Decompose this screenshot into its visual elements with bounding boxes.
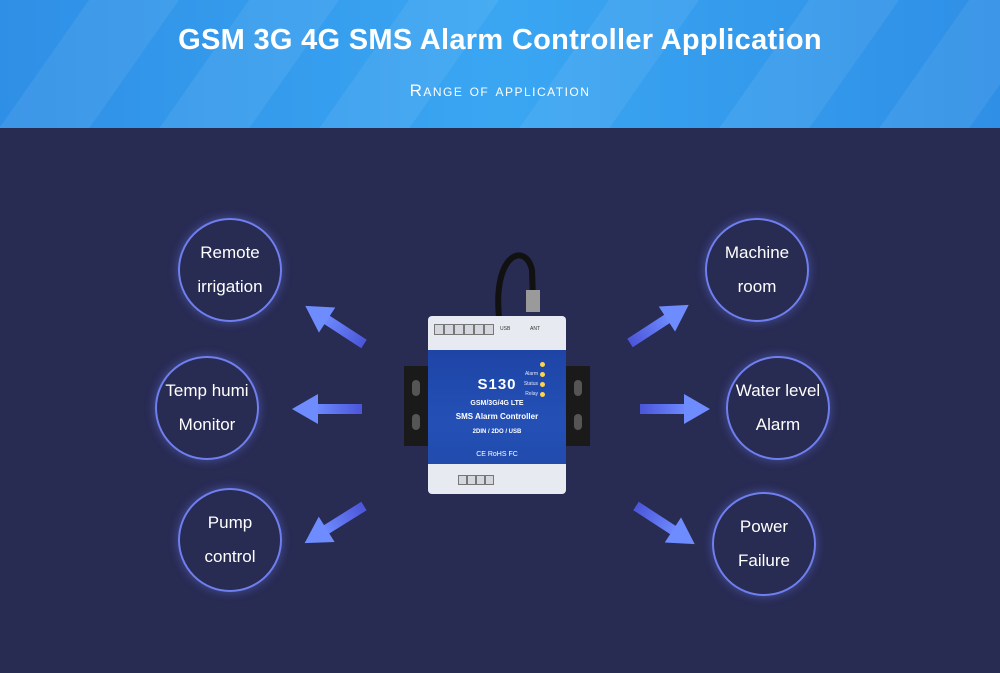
app-label-line2: irrigation — [197, 277, 263, 296]
app-label-line1: Temp humi — [165, 381, 249, 400]
app-label-line1: Machine — [724, 243, 790, 262]
app-label-line2: Failure — [738, 551, 790, 570]
led-indicator — [540, 382, 545, 387]
page-title: GSM 3G 4G SMS Alarm Controller Applicati… — [178, 24, 822, 56]
terminal — [444, 324, 454, 335]
terminal — [464, 324, 474, 335]
led-indicator — [540, 372, 545, 377]
led-label: Status — [523, 381, 538, 387]
mounting-hole — [412, 414, 420, 430]
terminal-strip-bottom — [428, 464, 566, 494]
led-label: Relay — [525, 391, 538, 397]
mounting-tab-left — [404, 366, 428, 446]
led-label: Alarm — [524, 371, 538, 377]
terminal — [454, 324, 464, 335]
app-label-line2: room — [737, 277, 777, 296]
mounting-hole — [412, 380, 420, 396]
terminal — [485, 475, 494, 485]
device-line1: GSM/3G/4G LTE — [470, 400, 524, 407]
app-label-line1: Pump — [207, 513, 253, 532]
app-pump-control: Pump control — [178, 488, 282, 592]
device-body: USB ANT Alarm Status Relay S130 GSM/3G/4… — [428, 316, 566, 494]
app-label-line2: Monitor — [178, 415, 236, 434]
led-indicator — [540, 392, 545, 397]
app-label-line1: Power — [739, 517, 789, 536]
app-label-line1: Water level — [735, 381, 821, 400]
app-power-failure: Power Failure — [712, 492, 816, 596]
terminal-strip-top: USB ANT — [428, 316, 566, 350]
app-label-line2: Alarm — [755, 415, 801, 434]
sms-alarm-controller-device: USB ANT Alarm Status Relay S130 GSM/3G/4… — [404, 316, 590, 494]
app-machine-room: Machine room — [705, 218, 809, 322]
terminal — [434, 324, 444, 335]
device-model: S130 — [477, 376, 517, 393]
terminal — [484, 324, 494, 335]
app-label-line1: Remote — [200, 243, 260, 262]
device-line3: 2DIN / 2DO / USB — [472, 429, 522, 435]
mounting-hole — [574, 380, 582, 396]
app-temp-humi-monitor: Temp humi Monitor — [155, 356, 259, 460]
device-certifications: CE RoHS FC — [476, 451, 518, 458]
led-indicator — [540, 362, 545, 367]
port-ant-label: ANT — [530, 326, 540, 332]
mounting-tab-right — [566, 366, 590, 446]
port-usb-label: USB — [500, 326, 511, 332]
terminal — [476, 475, 485, 485]
device-line2: SMS Alarm Controller — [455, 412, 539, 421]
terminal — [458, 475, 467, 485]
page-subtitle: Range of application — [409, 81, 591, 100]
header-banner: GSM 3G 4G SMS Alarm Controller Applicati… — [0, 0, 1000, 128]
terminal — [474, 324, 484, 335]
app-water-level-alarm: Water level Alarm — [726, 356, 830, 460]
app-remote-irrigation: Remote irrigation — [178, 218, 282, 322]
terminal — [467, 475, 476, 485]
mounting-hole — [574, 414, 582, 430]
app-label-line2: control — [204, 547, 256, 566]
